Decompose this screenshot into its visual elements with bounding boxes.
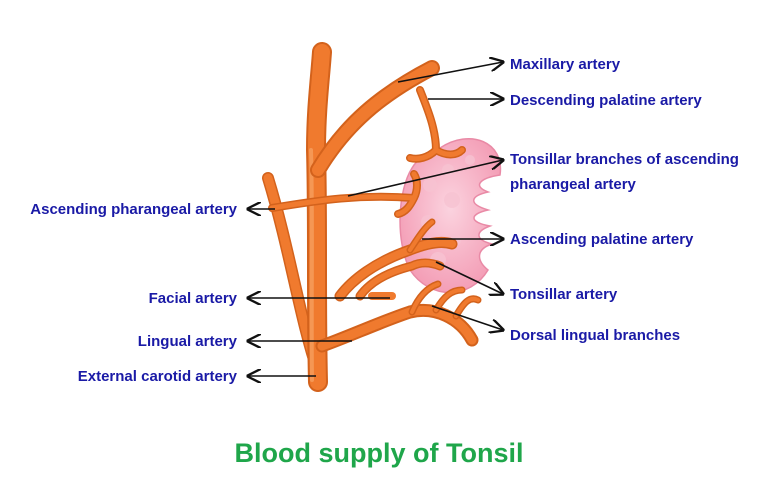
label-descending-palatine-artery: Descending palatine artery [510,92,702,109]
labels: Maxillary artery Descending palatine art… [30,56,739,385]
label-maxillary-artery: Maxillary artery [510,56,621,73]
leader-lines [248,62,503,376]
label-lingual-artery: Lingual artery [138,333,238,350]
label-ascending-pharangeal-artery: Ascending pharangeal artery [30,201,237,218]
artery-tree [262,42,482,392]
label-ascending-palatine-artery: Ascending palatine artery [510,231,694,248]
label-tonsillar-branches-line2: pharangeal artery [510,176,637,193]
diagram-title: Blood supply of Tonsil [235,438,524,468]
label-facial-artery: Facial artery [149,290,238,307]
label-tonsillar-artery: Tonsillar artery [510,286,618,303]
label-external-carotid-artery: External carotid artery [78,368,238,385]
label-dorsal-lingual-branches: Dorsal lingual branches [510,327,680,344]
label-tonsillar-branches-line1: Tonsillar branches of ascending [510,151,739,168]
